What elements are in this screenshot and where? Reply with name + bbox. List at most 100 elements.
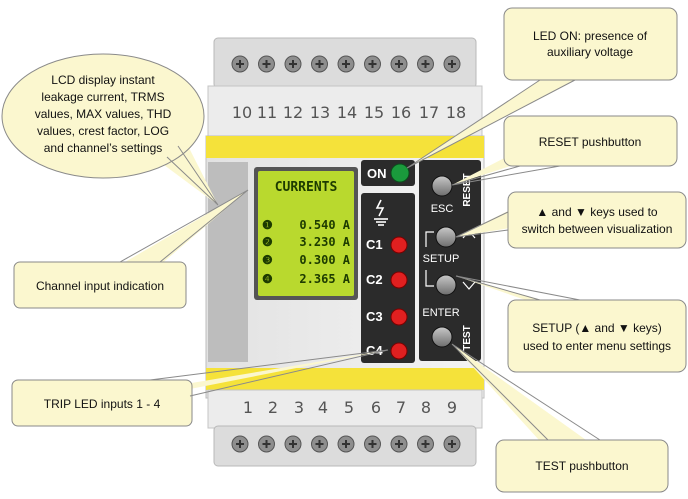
lcd-display: CURRENTS ❶ 0.540 A ❷ 3.230 A ❸ 0.300 A ❹…	[254, 167, 358, 300]
trip-led-c4	[390, 342, 408, 360]
screw-slot-icon	[368, 440, 377, 448]
bottom-terminal-numbers: 1 2 3 4 5 6 7 8 9	[243, 398, 457, 417]
terminal-number-15: 15	[364, 103, 384, 122]
top-terminal-numbers: 10 11 12 13 14 15 16 17 18	[232, 103, 466, 122]
callout-setup-line-2: used to enter menu settings	[523, 339, 671, 353]
callout-test	[451, 343, 669, 493]
screw-slot-icon	[236, 440, 244, 448]
callout-test-line-1: TEST pushbutton	[535, 459, 628, 473]
terminal-number-3: 3	[294, 398, 304, 417]
channel-label-c2: C2	[366, 272, 383, 287]
callout-channel-input-line-1: Channel input indication	[36, 279, 164, 293]
callout-trip-led-line-1: TRIP LED inputs 1 - 4	[44, 397, 161, 411]
screw-slot-icon	[395, 440, 403, 448]
screw-slot-icon	[236, 60, 244, 68]
lcd-row-index-1: ❶	[262, 218, 273, 232]
enter-label: ENTER	[422, 307, 459, 319]
channel-label-c3: C3	[366, 309, 383, 324]
channel-led-panel: C1 C2 C3 C4	[361, 193, 415, 363]
screw-slot-icon	[315, 440, 324, 448]
trip-led-c2	[390, 271, 408, 289]
callout-reset	[451, 115, 678, 186]
terminal-number-12: 12	[283, 103, 303, 122]
reset-button[interactable]	[431, 175, 453, 197]
screw-slot-icon	[289, 440, 297, 448]
on-label: ON	[367, 166, 387, 181]
top-yellow-band	[206, 136, 484, 158]
terminal-number-17: 17	[419, 103, 439, 122]
terminal-number-5: 5	[344, 398, 354, 417]
callout-reset-line-1: RESET pushbutton	[539, 135, 642, 149]
esc-label: ESC	[431, 203, 454, 215]
terminal-number-8: 8	[421, 398, 431, 417]
terminal-number-14: 14	[337, 103, 357, 122]
lcd-row-value-1: 0.540 A	[299, 218, 350, 232]
lcd-row-index-3: ❸	[262, 253, 273, 267]
callout-setup	[455, 275, 687, 373]
screw-slot-icon	[448, 60, 456, 68]
terminal-number-9: 9	[447, 398, 457, 417]
reset-label: RESET	[462, 173, 473, 206]
channel-label-c1: C1	[366, 237, 383, 252]
callout-lcd-line-5: and channel’s settings	[44, 141, 163, 155]
terminal-number-6: 6	[371, 398, 381, 417]
callout-lcd-line-4: values, crest factor, LOG	[37, 124, 169, 138]
callout-keys-line-2: switch between visualization	[522, 222, 673, 236]
terminal-number-2: 2	[268, 398, 278, 417]
top-terminal-screws	[231, 55, 461, 73]
terminal-number-7: 7	[396, 398, 406, 417]
terminal-number-13: 13	[310, 103, 330, 122]
lcd-row-index-4: ❹	[262, 272, 273, 286]
callout-setup-line-1: SETUP (▲ and ▼ keys)	[532, 321, 662, 335]
callout-led-on	[406, 7, 678, 169]
lcd-row-value-2: 3.230 A	[299, 235, 350, 249]
trip-led-c1	[390, 236, 408, 254]
screw-slot-icon	[315, 60, 324, 68]
on-indicator: ON	[361, 160, 415, 186]
callout-lcd-line-2: leakage current, TRMS	[41, 90, 164, 104]
callout-lcd-line-3: values, MAX values, THD	[35, 107, 172, 121]
lcd-title: CURRENTS	[275, 180, 338, 195]
terminal-number-1: 1	[243, 398, 253, 417]
callout-lcd-line-1: LCD display instant	[51, 73, 155, 87]
screw-slot-icon	[395, 60, 403, 68]
led-on	[390, 163, 410, 183]
screw-slot-icon	[262, 440, 271, 448]
terminal-number-11: 11	[257, 103, 277, 122]
terminal-number-4: 4	[318, 398, 328, 417]
lcd-row-index-2: ❷	[262, 235, 273, 249]
screw-slot-icon	[289, 60, 297, 68]
test-button[interactable]	[431, 326, 453, 348]
button-panel: ESC RESET SETUP ENTER TEST	[419, 160, 481, 361]
test-label: TEST	[462, 325, 473, 351]
earth-leakage-icon	[374, 199, 388, 226]
chevron-down-icon	[462, 281, 476, 290]
screw-slot-icon	[342, 60, 350, 68]
callout-lcd	[1, 53, 219, 206]
terminal-number-18: 18	[446, 103, 466, 122]
trip-led-c3	[390, 308, 408, 326]
screw-slot-icon	[368, 60, 377, 68]
terminal-number-16: 16	[391, 103, 411, 122]
bottom-yellow-band	[206, 368, 484, 390]
screw-slot-icon	[262, 60, 271, 68]
down-bracket-icon	[425, 270, 434, 287]
callout-led-on-line-1: LED ON: presence of	[533, 29, 648, 43]
callout-keys-line-1: ▲ and ▼ keys used to	[536, 205, 657, 219]
terminal-number-10: 10	[232, 103, 252, 122]
callout-keys	[455, 191, 687, 249]
callout-trip-led	[11, 349, 389, 427]
up-key-button[interactable]	[435, 226, 457, 248]
screw-slot-icon	[448, 440, 456, 448]
setup-label: SETUP	[423, 253, 460, 265]
bottom-terminal-screws	[231, 435, 461, 453]
callout-channel-input	[13, 189, 249, 309]
up-bracket-icon	[425, 231, 434, 247]
callout-led-on-line-2: auxiliary voltage	[547, 45, 633, 59]
lcd-row-value-3: 0.300 A	[299, 253, 350, 267]
screw-slot-icon	[342, 440, 350, 448]
down-key-button[interactable]	[435, 274, 457, 296]
screw-slot-icon	[421, 440, 430, 448]
screw-slot-icon	[421, 60, 430, 68]
